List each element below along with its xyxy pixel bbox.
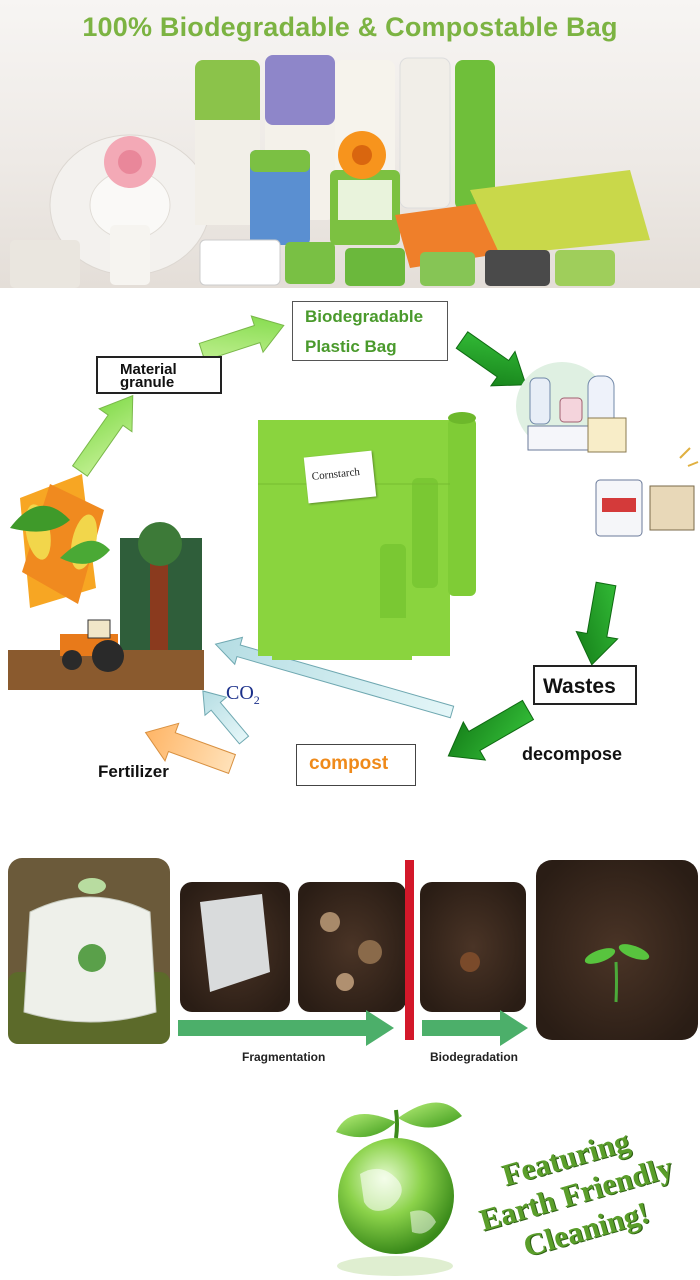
co2-subscript: 2 (253, 693, 260, 707)
page-title: 100% Biodegradable & Compostable Bag (82, 12, 618, 42)
footer-section: Featuring Earth Friendly Cleaning! (0, 1082, 700, 1280)
stage-divider (405, 860, 414, 1040)
stage-wastes: Wastes (533, 665, 637, 705)
pink-flower-icon (104, 136, 156, 188)
stage-bio-line1: Biodegradable (305, 307, 424, 326)
stage-bio-line2: Plastic Bag (305, 337, 397, 356)
cornstarch-label: Cornstarch (311, 465, 361, 483)
fragmentation-photo-2 (298, 882, 406, 1012)
arrow-to-waste-items-icon (455, 331, 527, 387)
stage-granule-line1: Material (120, 361, 177, 378)
arrow-fertilizer-icon (144, 722, 237, 775)
arrow-co2-icon (202, 690, 250, 745)
stage-compost-label: compost (309, 753, 389, 774)
orange-flower-icon (338, 131, 386, 179)
degradation-graphics (8, 858, 698, 1046)
stage-wastes-label: Wastes (543, 675, 616, 698)
product-rolls-illustration (10, 55, 650, 288)
filled-compost-bag-photo (8, 858, 170, 1044)
fragmentation-arrow-icon (178, 1010, 394, 1046)
corn-tree-tractor-illustration (8, 474, 204, 690)
plastic-waste-illustration (516, 362, 699, 537)
globe-graphics (336, 1102, 462, 1276)
fragmentation-photo-1 (180, 882, 290, 1012)
stage-material-granule: Material granule (96, 356, 222, 394)
fertilizer-label: Fertilizer (98, 762, 169, 781)
product-photo-banner: 100% Biodegradable & Compostable Bag (0, 0, 700, 288)
green-globe-icon (336, 1102, 462, 1276)
lifecycle-graphics (8, 315, 699, 775)
decompose-label: decompose (522, 744, 623, 764)
co2-label: CO2 (226, 682, 260, 708)
lifecycle-diagram: Biodegradable Plastic Bag Material granu… (0, 288, 700, 828)
arrow-up-to-granule-icon (71, 394, 134, 477)
degradation-process: Fragmentation Biodegradation (0, 852, 700, 1082)
co2-main: CO (226, 682, 254, 704)
biodegradation-photo (420, 882, 526, 1012)
stage-compost: compost (296, 744, 416, 786)
arrow-to-compost-icon (447, 699, 535, 761)
soil-sprout-photo (536, 860, 698, 1040)
stage-granule-line2: granule (120, 374, 175, 391)
arrow-down-to-wastes-icon (575, 581, 619, 666)
cornstarch-tag: Cornstarch (303, 450, 377, 504)
fragmentation-label: Fragmentation (242, 1050, 326, 1064)
biodegradation-arrow-icon (422, 1010, 528, 1046)
green-bag-illustration (258, 412, 476, 660)
stage-biodegradable-bag: Biodegradable Plastic Bag (292, 301, 448, 361)
biodegradation-label: Biodegradation (430, 1050, 519, 1064)
